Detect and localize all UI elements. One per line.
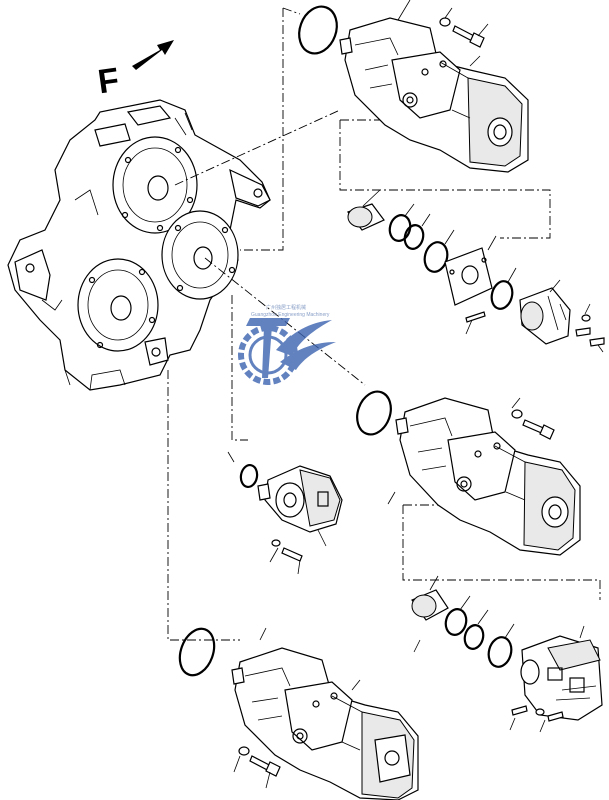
watermark-logo: 广州独居工程机械 Guangzhou Engineering Machinery bbox=[238, 304, 336, 385]
part-leader-lines bbox=[227, 0, 604, 789]
watermark-text-en: Guangzhou Engineering Machinery bbox=[251, 312, 330, 318]
hydraulic-pump-lower bbox=[231, 647, 419, 800]
auxiliary-gear-pump bbox=[257, 465, 343, 562]
gear-cover-right bbox=[161, 210, 239, 300]
snap-ring bbox=[388, 214, 412, 242]
o-ring-pump-2 bbox=[356, 390, 392, 436]
pump-3-shaft-icon bbox=[231, 667, 245, 685]
watermark-text-cn: 广州独居工程机械 bbox=[266, 304, 306, 311]
letter-t-icon bbox=[246, 318, 290, 378]
pump-2-shaft-icon bbox=[395, 417, 409, 435]
o-ring-gear-pump bbox=[239, 463, 259, 489]
washer-icon bbox=[535, 708, 545, 716]
spacer-ring bbox=[403, 224, 425, 250]
pump-1-regulator-block bbox=[391, 51, 461, 119]
snap-ring bbox=[444, 608, 468, 636]
housing-aux-port bbox=[144, 337, 169, 366]
pto-gear-housing bbox=[7, 99, 271, 391]
washer-icon bbox=[439, 17, 451, 27]
o-ring-gear-pump-2 bbox=[487, 636, 513, 668]
washer-icon bbox=[511, 409, 523, 419]
o-ring-gear-pump-1 bbox=[490, 280, 514, 310]
hydraulic-pump-middle bbox=[395, 397, 581, 556]
gear-cover-lower bbox=[77, 258, 159, 352]
adapter-flange-plate bbox=[444, 247, 493, 306]
hydraulic-pump-upper bbox=[339, 17, 529, 173]
o-ring-pump-1 bbox=[298, 5, 338, 55]
pump-1-shaft-icon bbox=[339, 37, 353, 55]
o-ring-adapter bbox=[423, 241, 449, 273]
assembly-center-lines bbox=[167, 7, 601, 641]
washer-icon bbox=[271, 539, 281, 547]
front-direction-indicator: F bbox=[96, 40, 174, 101]
o-ring-pump-3 bbox=[178, 627, 216, 677]
wing-stroke-2 bbox=[280, 342, 336, 370]
housing-top-block bbox=[126, 105, 172, 126]
spacer-ring bbox=[463, 624, 485, 650]
gear-cover-upper bbox=[112, 136, 198, 234]
bolt-set-pump-2 bbox=[511, 409, 555, 440]
direction-letter: F bbox=[96, 61, 122, 102]
washer-icon bbox=[581, 314, 591, 322]
pump-3-end-flange bbox=[374, 734, 411, 783]
bolt-icon bbox=[575, 327, 591, 337]
bolt-icon bbox=[281, 547, 303, 562]
pump-1-coupling-kit bbox=[347, 203, 605, 347]
bolt-set-pump-1 bbox=[439, 17, 485, 48]
bolt-icon bbox=[465, 311, 486, 323]
wing-stroke-1 bbox=[276, 320, 332, 356]
housing-left-bracket bbox=[14, 249, 51, 301]
washer-icon bbox=[238, 746, 250, 756]
direction-arrow-icon bbox=[132, 40, 174, 70]
bolt-icon bbox=[511, 705, 528, 716]
pump-2-coupling-kit bbox=[411, 589, 603, 722]
